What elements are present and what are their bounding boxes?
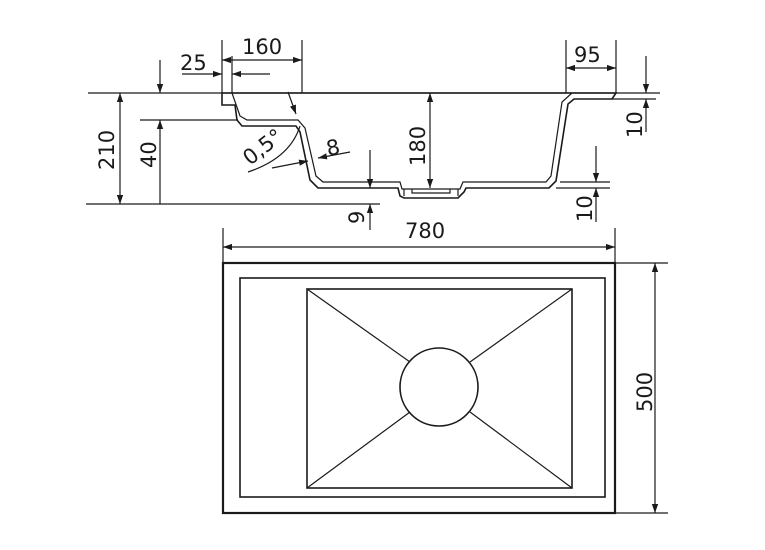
drain-slope-line: [306, 288, 411, 363]
dim-total-height: 210: [95, 130, 119, 170]
drain-slope-line: [469, 288, 573, 363]
bowl-bottom: [306, 288, 573, 489]
dim-ledge-offset: 25: [180, 51, 207, 75]
drain-section: [403, 189, 459, 196]
dim-wall-thickness: 8: [324, 135, 342, 161]
dim-ledge-width: 160: [242, 35, 282, 59]
dim-overall-width: 500: [633, 372, 657, 412]
dim-bowl-depth: 180: [406, 126, 430, 166]
sink-profile-inner: [231, 92, 573, 190]
dim-rim-thickness: 10: [623, 111, 647, 138]
drain-hole: [399, 347, 479, 427]
drain-slope-line: [306, 411, 411, 489]
sink-outline: [221, 261, 617, 515]
dim-bottom-thickness: 10: [573, 195, 597, 222]
dim-drain-height: 9: [345, 211, 369, 224]
dim-ledge-depth: 40: [137, 141, 161, 168]
dim-rim-width: 95: [574, 43, 601, 67]
sink-profile-outer: [221, 92, 618, 199]
section-view: 25 160 95 210 40 180 9 10 10 8: [86, 35, 660, 230]
plan-view: 780 500: [221, 219, 668, 515]
dim-overall-length: 780: [405, 219, 445, 243]
drain-slope-line: [469, 411, 573, 489]
dim-slope: 0,5°: [238, 124, 287, 170]
bowl-rim: [239, 277, 606, 498]
